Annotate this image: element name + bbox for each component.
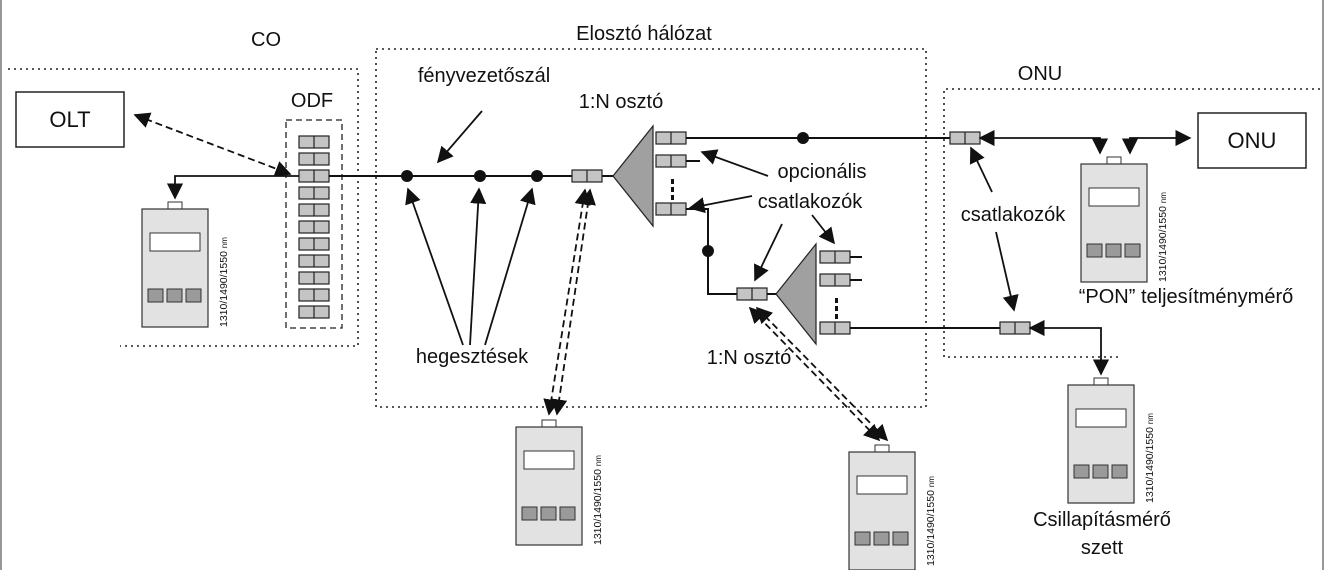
olt-box bbox=[15, 91, 125, 148]
meter-splitter2-unit: nm bbox=[927, 476, 936, 487]
meter-pon: 1310/1490/1550 nm bbox=[1080, 156, 1169, 283]
meter-splitter2: 1310/1490/1550 nm bbox=[848, 444, 937, 571]
onu-label: ONU bbox=[1228, 128, 1277, 153]
splitter1-out1-connector bbox=[655, 131, 687, 145]
svg-text:1310/1490/1550 nm: 1310/1490/1550 nm bbox=[1157, 192, 1169, 282]
meter-co-wavelength: 1310/1490/1550 bbox=[218, 251, 230, 327]
optional-connectors-label-2: csatlakozók bbox=[758, 191, 863, 213]
distribution-region-border bbox=[375, 48, 927, 408]
splitter-top bbox=[612, 124, 654, 228]
fiber-label: fényvezetőszál bbox=[418, 65, 550, 87]
splitter2-out1-connector bbox=[819, 250, 851, 264]
measurement-links bbox=[133, 112, 889, 442]
splitter2-outN-connector bbox=[819, 321, 851, 335]
splitter1-dots bbox=[671, 179, 674, 200]
splitter-top-label: 1:N osztó bbox=[579, 91, 663, 113]
onu-feeder-connector bbox=[949, 131, 981, 145]
svg-text:1310/1490/1550 nm: 1310/1490/1550 nm bbox=[218, 237, 230, 327]
drop-connector bbox=[999, 321, 1031, 335]
onu-box bbox=[1197, 112, 1307, 169]
meter-splitter1-wavelength: 1310/1490/1550 bbox=[592, 469, 604, 545]
odf-ports bbox=[298, 135, 330, 319]
onu-region-title: ONU bbox=[1018, 63, 1062, 85]
splitter1-out2-connector bbox=[655, 154, 687, 168]
svg-text:1310/1490/1550 nm: 1310/1490/1550 nm bbox=[925, 476, 937, 566]
splitter-bottom bbox=[775, 242, 817, 346]
splitter1-outN-connector bbox=[655, 202, 687, 216]
olt-label: OLT bbox=[49, 107, 90, 132]
meter-attenuation-wavelength: 1310/1490/1550 bbox=[1144, 427, 1156, 503]
meter-splitter1-unit: nm bbox=[594, 455, 603, 466]
splitter2-input-connector bbox=[736, 287, 768, 301]
distribution-title: Elosztó hálózat bbox=[576, 23, 712, 45]
svg-text:1310/1490/1550 nm: 1310/1490/1550 nm bbox=[1144, 413, 1156, 503]
annotation-arrows bbox=[405, 110, 1019, 346]
meter-co-unit: nm bbox=[220, 237, 229, 248]
svg-text:1310/1490/1550 nm: 1310/1490/1550 nm bbox=[592, 455, 604, 545]
splitter1-input-connector bbox=[571, 169, 603, 183]
meter-attenuation: 1310/1490/1550 nm bbox=[1067, 377, 1156, 504]
splitter-bottom-label: 1:N osztó bbox=[707, 347, 791, 369]
co-title: CO bbox=[251, 29, 281, 51]
meter-pon-unit: nm bbox=[1159, 192, 1168, 203]
co-region-border bbox=[8, 68, 359, 347]
splices bbox=[401, 170, 543, 182]
splitter2-dots bbox=[835, 298, 838, 319]
pon-meter-label: “PON” teljesítménymérő bbox=[1079, 286, 1294, 308]
splices-label: hegesztések bbox=[416, 346, 529, 368]
meter-attenuation-unit: nm bbox=[1146, 413, 1155, 424]
attenuation-kit-label-1: Csillapításmérő bbox=[1033, 509, 1171, 531]
optional-connectors-label-1: opcionális bbox=[778, 161, 867, 183]
splice-branch bbox=[702, 245, 714, 257]
meter-splitter1: 1310/1490/1550 nm bbox=[515, 419, 604, 546]
meter-pon-wavelength: 1310/1490/1550 bbox=[1157, 206, 1169, 282]
odf-label: ODF bbox=[291, 90, 333, 112]
splitter2-out2-connector bbox=[819, 273, 851, 287]
meter-splitter2-wavelength: 1310/1490/1550 bbox=[925, 490, 937, 566]
connectors-label: csatlakozók bbox=[961, 204, 1066, 226]
splice-feeder bbox=[797, 132, 809, 144]
meter-co: 1310/1490/1550 nm bbox=[141, 201, 230, 328]
attenuation-kit-label-2: szett bbox=[1081, 537, 1124, 559]
